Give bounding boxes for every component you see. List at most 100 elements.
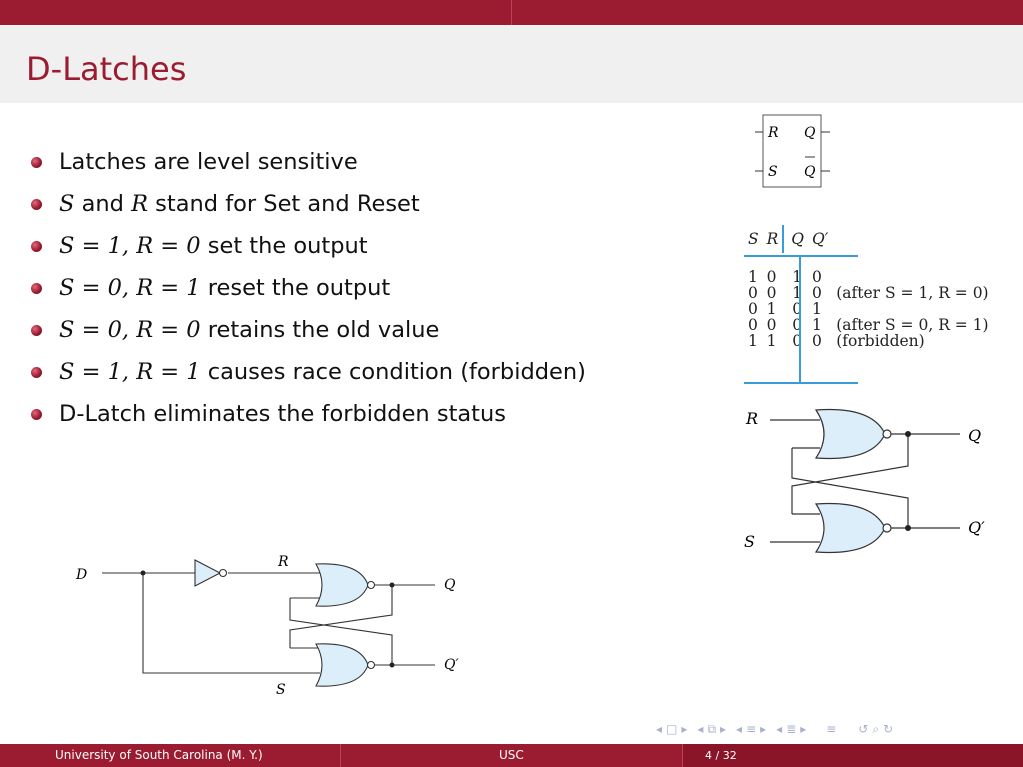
latch-qbar-label: Q [804, 164, 816, 180]
truth-header-cell: S [748, 230, 759, 248]
nav-toc-section-icon[interactable]: ≣ [786, 722, 797, 736]
nav-prev-section-icon[interactable]: ◂ [736, 722, 743, 736]
bullet-text: causes race condition (forbidden) [200, 359, 586, 385]
truth-cell: 0 [766, 284, 777, 302]
top-header-bar [0, 0, 1023, 25]
bullet-text: D-Latch eliminates the forbidden status [59, 401, 506, 427]
d-diagram-d-label: D [75, 567, 87, 583]
truth-cell: 1 [766, 300, 777, 318]
nav-next-subsection-icon[interactable]: ▸ [720, 722, 727, 736]
nav-next-frame-icon[interactable]: ▸ [681, 722, 688, 736]
footer-institution: USC [340, 744, 682, 767]
nav-subsection-icon[interactable]: ⧉ [707, 722, 717, 736]
truth-cell: 0 [748, 300, 758, 318]
truth-note-cell: (after S = 1, R = 0) [836, 284, 989, 302]
truth-cell: 0 [766, 268, 777, 286]
bullet-item: Latches are level sensitive [26, 141, 586, 183]
beamer-navigation[interactable]: ◂ □ ▸ ◂ ⧉ ▸ ◂ ≡ ▸ ◂ ≣ ▸ ≡ ↺ ⌕ ↻ [656, 722, 893, 738]
bullet-ball-icon [31, 241, 42, 252]
d-latch-diagram: D R S Q Q′ [75, 554, 459, 698]
truth-note-cell: (after S = 0, R = 1) [836, 316, 989, 334]
latch-r-label: R [767, 125, 779, 141]
nav-prev-toc-icon[interactable]: ◂ [776, 722, 783, 736]
truth-cell: 0 [748, 316, 758, 334]
nor-gate-top [315, 563, 369, 607]
nor-gate-bottom [315, 643, 369, 687]
bullet-ball-icon [31, 367, 42, 378]
truth-cell: 1 [792, 284, 803, 302]
nor-gate-bottom [814, 502, 886, 554]
bullet-item: S and R stand for Set and Reset [26, 183, 586, 225]
bullet-text: and [74, 191, 132, 217]
bullet-ball-icon [31, 283, 42, 294]
sr-diagram-s-label: S [744, 532, 755, 551]
truth-header-cell: R [766, 230, 779, 248]
nav-frame-icon[interactable]: □ [666, 722, 678, 736]
latch-q-label: Q [804, 125, 816, 141]
bullet-math: S = 1, R = 0 [59, 233, 201, 259]
d-diagram-q-label: Q [444, 577, 456, 593]
truth-table-rules [744, 255, 858, 384]
truth-header-row: S R Q Q′ [744, 225, 993, 253]
truth-cell: 0 [812, 332, 822, 350]
bullet-math: S = 0, R = 1 [59, 275, 201, 301]
truth-note-cell: (forbidden) [836, 332, 925, 350]
bullet-math: S [59, 191, 75, 217]
footer-bar: University of South Carolina (M. Y.) USC… [0, 744, 1023, 767]
bullet-item: S = 0, R = 0 retains the old value [26, 309, 586, 351]
sr-diagram-qp-label: Q′ [968, 518, 985, 537]
bullet-text: set the output [200, 233, 368, 259]
nor-gate-top [814, 408, 886, 460]
slide-title: D-Latches [26, 50, 187, 88]
nav-toc-icon[interactable]: ≡ [826, 722, 837, 736]
latch-s-label: S [768, 164, 778, 180]
nav-search-icon[interactable]: ⌕ [872, 722, 880, 736]
nav-forward-icon[interactable]: ↻ [883, 722, 894, 736]
header-divider [511, 0, 512, 25]
bullet-item: S = 0, R = 1 reset the output [26, 267, 586, 309]
truth-cell: 1 [748, 268, 758, 286]
truth-header-cell: Q′ [812, 230, 829, 248]
truth-cell: 1 [812, 316, 822, 334]
nav-next-section-icon[interactable]: ▸ [760, 722, 767, 736]
truth-cell: 0 [812, 284, 822, 302]
truth-cell: 0 [766, 316, 777, 334]
bullet-math: S = 0, R = 0 [59, 317, 201, 343]
truth-cell: 1 [748, 332, 758, 350]
nav-next-toc-icon[interactable]: ▸ [800, 722, 807, 736]
truth-cell: 0 [748, 284, 758, 302]
truth-header-cell: Q [782, 225, 809, 253]
bullet-math: R [131, 191, 149, 217]
truth-cell: 0 [792, 332, 803, 350]
nav-prev-frame-icon[interactable]: ◂ [656, 722, 663, 736]
footer-author: University of South Carolina (M. Y.) [0, 744, 340, 767]
d-diagram-qp-label: Q′ [444, 657, 459, 673]
truth-cell: 0 [812, 268, 822, 286]
bullet-ball-icon [31, 199, 42, 210]
bullet-text: stand for Set and Reset [148, 191, 420, 217]
bullet-ball-icon [31, 157, 42, 168]
footer-page-number: 4 / 32 [682, 744, 1023, 767]
truth-cell: 0 [792, 316, 803, 334]
bullet-item: S = 1, R = 0 set the output [26, 225, 586, 267]
truth-cell: 1 [766, 332, 777, 350]
nav-prev-subsection-icon[interactable]: ◂ [697, 722, 704, 736]
d-diagram-s-label: S [276, 682, 286, 698]
bullet-item: D-Latch eliminates the forbidden status [26, 393, 586, 435]
title-band [0, 25, 1023, 103]
nav-section-icon[interactable]: ≡ [746, 722, 757, 736]
not-gate [194, 559, 222, 587]
nav-back-icon[interactable]: ↺ [858, 722, 869, 736]
bullet-text: retains the old value [200, 317, 440, 343]
bullet-item: S = 1, R = 1 causes race condition (forb… [26, 351, 586, 393]
sr-diagram-q-label: Q [968, 426, 981, 445]
bullet-ball-icon [31, 409, 42, 420]
bullet-math: S = 1, R = 1 [59, 359, 201, 385]
truth-cell: 0 [792, 300, 803, 318]
